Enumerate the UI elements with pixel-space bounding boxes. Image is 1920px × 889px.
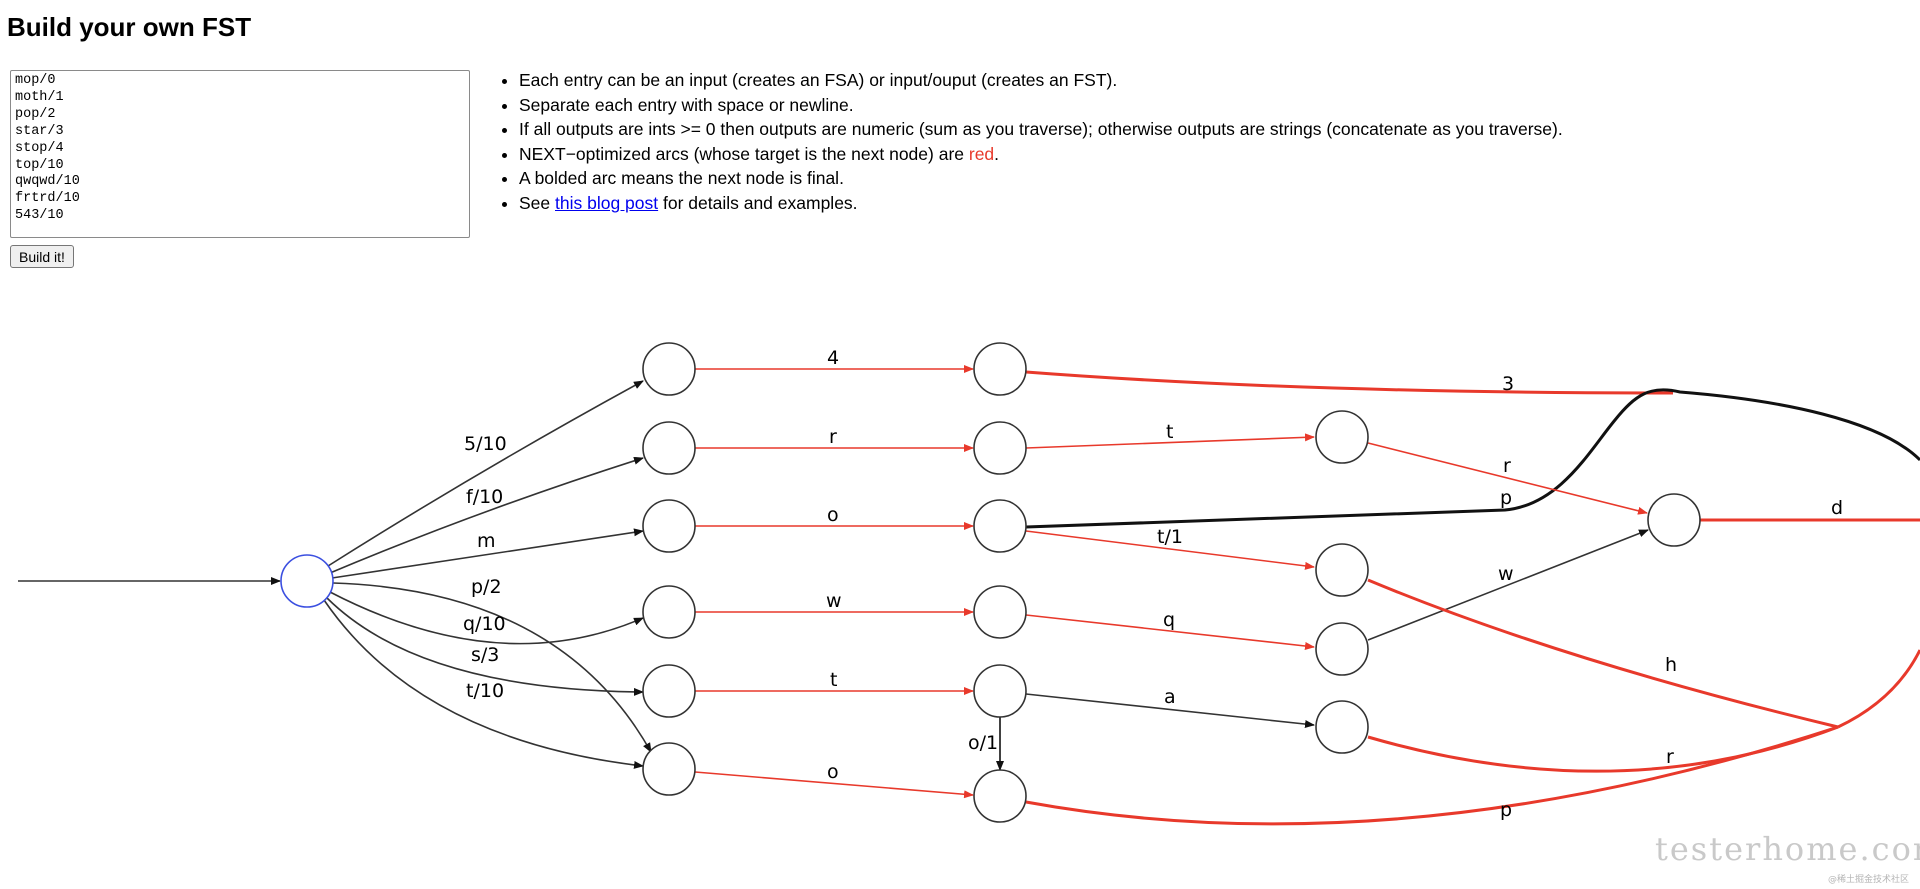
edge-label: r: [1666, 746, 1674, 768]
arc: [329, 591, 644, 645]
node: [1315, 700, 1369, 754]
arc: [332, 582, 652, 753]
node: [973, 342, 1027, 396]
start-node: [280, 554, 334, 608]
arc: [331, 528, 644, 579]
help-list: Each entry can be an input (creates an F…: [503, 68, 1563, 216]
node: [642, 742, 696, 796]
next-arc: [1025, 614, 1315, 650]
build-button[interactable]: Build it!: [10, 245, 74, 268]
arc: [329, 456, 644, 574]
entries-textarea[interactable]: [10, 70, 470, 238]
edge-label: w: [1498, 563, 1514, 585]
arc: [1367, 529, 1649, 641]
edge-label: p/2: [471, 576, 502, 598]
final-arc: [1837, 649, 1920, 729]
node: [973, 585, 1027, 639]
edge-label: d: [1831, 497, 1843, 519]
final-arc: [1025, 370, 1674, 395]
next-arc: [1025, 530, 1315, 570]
node: [642, 664, 696, 718]
help-item: Separate each entry with space or newlin…: [519, 93, 1563, 118]
edge-label: a: [1164, 686, 1176, 708]
final-arc: [1025, 388, 1920, 529]
node: [1315, 543, 1369, 597]
node: [973, 499, 1027, 553]
help-item: Each entry can be an input (creates an F…: [519, 68, 1563, 93]
edge-label: p: [1500, 487, 1512, 509]
arc: [326, 597, 644, 696]
watermark: testerhome.com: [1655, 830, 1920, 868]
edge-label: r: [1503, 455, 1511, 477]
help-item: NEXT−optimized arcs (whose target is the…: [519, 142, 1563, 167]
edge-label: o: [827, 761, 839, 783]
node: [1315, 410, 1369, 464]
next-arc: [1025, 433, 1315, 449]
page-title: Build your own FST: [7, 12, 252, 42]
node: [642, 421, 696, 475]
arc: [327, 380, 644, 567]
edge-label: w: [826, 590, 842, 612]
fst-graph: 5/10 f/10 m p/2 q/10 s/3 t/10 4 r o w t …: [18, 342, 1920, 885]
node: [973, 664, 1027, 718]
help-item: A bolded arc means the next node is fina…: [519, 166, 1563, 191]
help-item: If all outputs are ints >= 0 then output…: [519, 117, 1563, 142]
edge-label: s/3: [471, 644, 499, 666]
edge-label: 5/10: [464, 433, 507, 455]
help-item: See this blog post for details and examp…: [519, 191, 1563, 216]
edge-label: t: [830, 669, 837, 691]
edge-label: 4: [827, 347, 839, 369]
edge-label: t/10: [466, 680, 504, 702]
edge-label: q/10: [463, 613, 506, 635]
edge-label: o: [827, 504, 839, 526]
final-arc: [1025, 725, 1839, 826]
edge-label: f/10: [466, 486, 503, 508]
node: [642, 342, 696, 396]
node: [642, 499, 696, 553]
edge-label: 3: [1502, 373, 1514, 395]
blog-post-link[interactable]: this blog post: [555, 192, 659, 213]
edge-label: p: [1500, 799, 1512, 821]
edge-label: t/1: [1157, 526, 1183, 548]
edge-label: t: [1166, 421, 1173, 443]
node: [1315, 622, 1369, 676]
edge-label: q: [1163, 609, 1175, 631]
next-arc: [694, 771, 974, 799]
node: [1647, 493, 1701, 547]
edge-label: o/1: [968, 732, 998, 754]
arc: [1025, 693, 1315, 729]
edge-label: r: [829, 426, 837, 448]
node: [973, 421, 1027, 475]
edge-label: m: [477, 530, 496, 552]
arc: [323, 599, 644, 769]
node: [642, 585, 696, 639]
final-arc: [1367, 578, 1839, 729]
node: [973, 769, 1027, 823]
next-arc: [1367, 442, 1648, 515]
edge-label: h: [1665, 654, 1677, 676]
red-word: red: [968, 143, 995, 164]
watermark-small: @稀土掘金技术社区: [1828, 873, 1909, 885]
